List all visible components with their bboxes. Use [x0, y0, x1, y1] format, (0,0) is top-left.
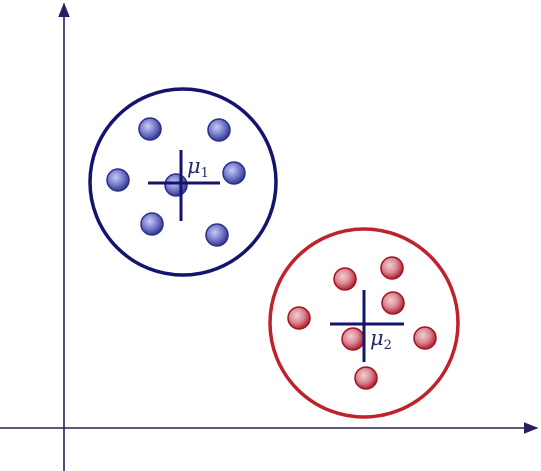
- cluster-1: μ1: [88, 87, 278, 277]
- cluster-2-point: [381, 291, 405, 315]
- cluster-2-point: [333, 267, 357, 291]
- cluster-1-point: [222, 161, 246, 185]
- cluster-1-point: [164, 173, 188, 197]
- cluster-1-centroid-marker: [148, 150, 220, 221]
- cluster-2-point: [380, 256, 404, 280]
- cluster-2-point: [287, 306, 311, 330]
- cluster-2-point: [341, 327, 365, 351]
- cluster-2-point: [413, 326, 437, 350]
- cluster-1-point: [140, 212, 164, 236]
- cluster-1-centroid-label: μ1: [187, 154, 209, 181]
- cluster-2: μ2: [268, 227, 460, 419]
- cluster-1-point: [138, 117, 162, 141]
- cluster-1-points: [106, 117, 246, 247]
- cluster-2-centroid-label: μ2: [370, 326, 392, 353]
- cluster-2-boundary: [268, 227, 460, 419]
- cluster-1-point: [106, 168, 130, 192]
- cluster-2-point: [354, 366, 378, 390]
- cluster-1-boundary: [88, 87, 278, 277]
- cluster-1-point: [205, 223, 229, 247]
- cluster-1-point: [207, 118, 231, 142]
- cluster-2-centroid-marker: [330, 290, 404, 362]
- cluster-2-points: [287, 256, 437, 390]
